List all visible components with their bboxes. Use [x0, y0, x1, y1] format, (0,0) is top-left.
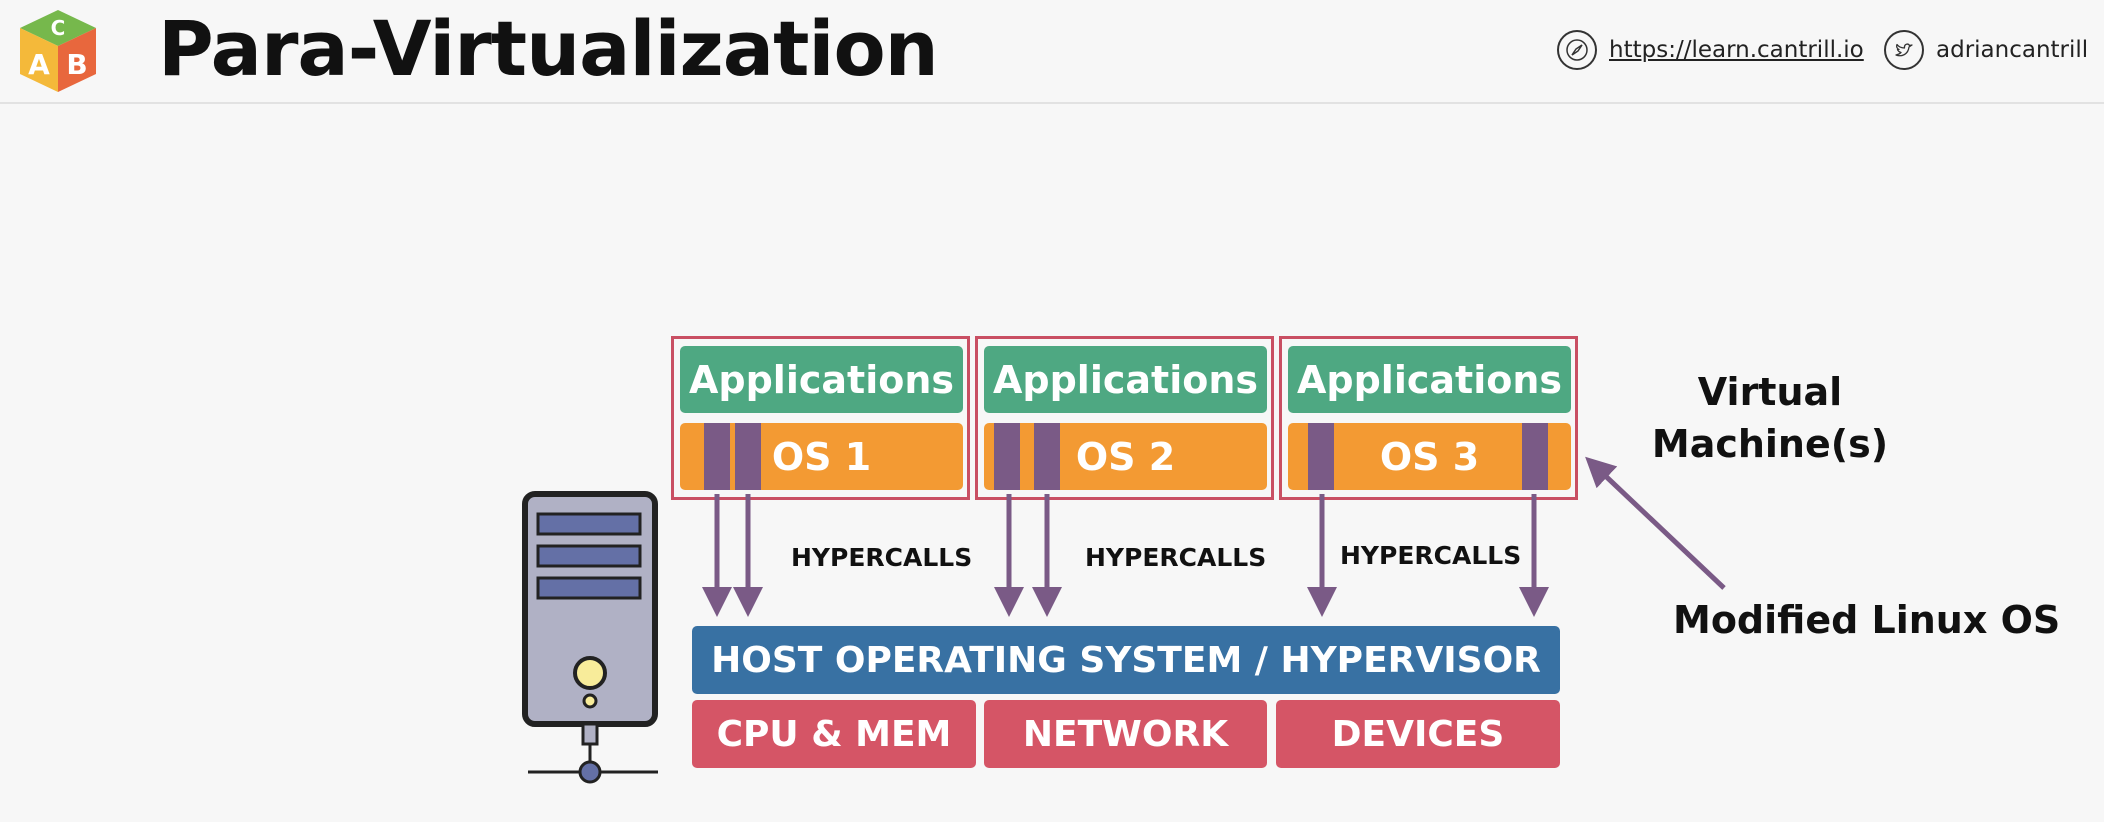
virtual-machines-label-line1: Virtual [1697, 370, 1843, 414]
host-hypervisor-label: HOST OPERATING SYSTEM / HYPERVISOR [711, 639, 1541, 681]
vm-1-os-stripe-b [735, 423, 761, 490]
resource-cpu-mem-label: CPU & MEM [716, 713, 952, 755]
vm-1-applications-label: Applications [689, 357, 954, 402]
modified-linux-os-label: Modified Linux OS [1673, 598, 2061, 642]
modified-os-pointer-arrow [1585, 456, 1726, 590]
vm-2-os-stripe-b [1034, 423, 1060, 490]
twitter-link[interactable]: adriancantrill [1884, 30, 2088, 70]
vm-3-applications: Applications [1288, 346, 1571, 413]
twitter-handle[interactable]: adriancantrill [1936, 37, 2089, 63]
vm-2-os-label: OS 2 [1075, 434, 1176, 479]
website-url[interactable]: https://learn.cantrill.io [1609, 37, 1864, 63]
logo-letter-c: C [51, 16, 66, 40]
vm-3-applications-label: Applications [1297, 357, 1562, 402]
vm-3-os-stripe-a [1308, 423, 1334, 490]
resource-network: NETWORK [984, 700, 1267, 768]
hypercalls-label-1: HYPERCALLS [791, 543, 973, 572]
website-link[interactable]: https://learn.cantrill.io [1557, 30, 1864, 70]
virtual-machines-label-line2: Machine(s) [1651, 422, 1889, 466]
logo-letter-a: A [28, 48, 50, 81]
vm-2-os: OS 2 [984, 423, 1267, 490]
resource-devices-label: DEVICES [1331, 713, 1505, 755]
twitter-bird-icon [1884, 30, 1924, 70]
resource-network-label: NETWORK [1022, 713, 1229, 755]
vm-1-os-label: OS 1 [771, 434, 872, 479]
vm-3-frame: Applications OS 3 [1279, 336, 1578, 500]
vm-1-frame: Applications OS 1 [671, 336, 970, 500]
vm-2-frame: Applications OS 2 [975, 336, 1274, 500]
hypercalls-label-3: HYPERCALLS [1340, 541, 1522, 570]
vm-2-applications-label: Applications [993, 357, 1258, 402]
page-title: Para-Virtualization [158, 4, 939, 93]
resource-cpu-mem: CPU & MEM [692, 700, 976, 768]
vm-1-os: OS 1 [680, 423, 963, 490]
vm-2-os-stripe-a [994, 423, 1020, 490]
vm-3-os: OS 3 [1288, 423, 1571, 490]
host-hypervisor-bar: HOST OPERATING SYSTEM / HYPERVISOR [692, 626, 1560, 694]
virtual-machines-label: Virtual Machine(s) [1640, 366, 1900, 470]
compass-icon [1557, 30, 1597, 70]
resource-devices: DEVICES [1276, 700, 1560, 768]
hypercalls-label-2: HYPERCALLS [1085, 543, 1267, 572]
abc-blocks-logo: C A B [20, 10, 96, 92]
vm-1-applications: Applications [680, 346, 963, 413]
vm-2-applications: Applications [984, 346, 1267, 413]
vm-3-os-stripe-b [1522, 423, 1548, 490]
header-bar: C A B Para-Virtualization https://learn.… [0, 0, 2104, 104]
logo-letter-b: B [66, 48, 87, 81]
vm-3-os-label: OS 3 [1379, 434, 1480, 479]
vm-1-os-stripe-a [704, 423, 730, 490]
